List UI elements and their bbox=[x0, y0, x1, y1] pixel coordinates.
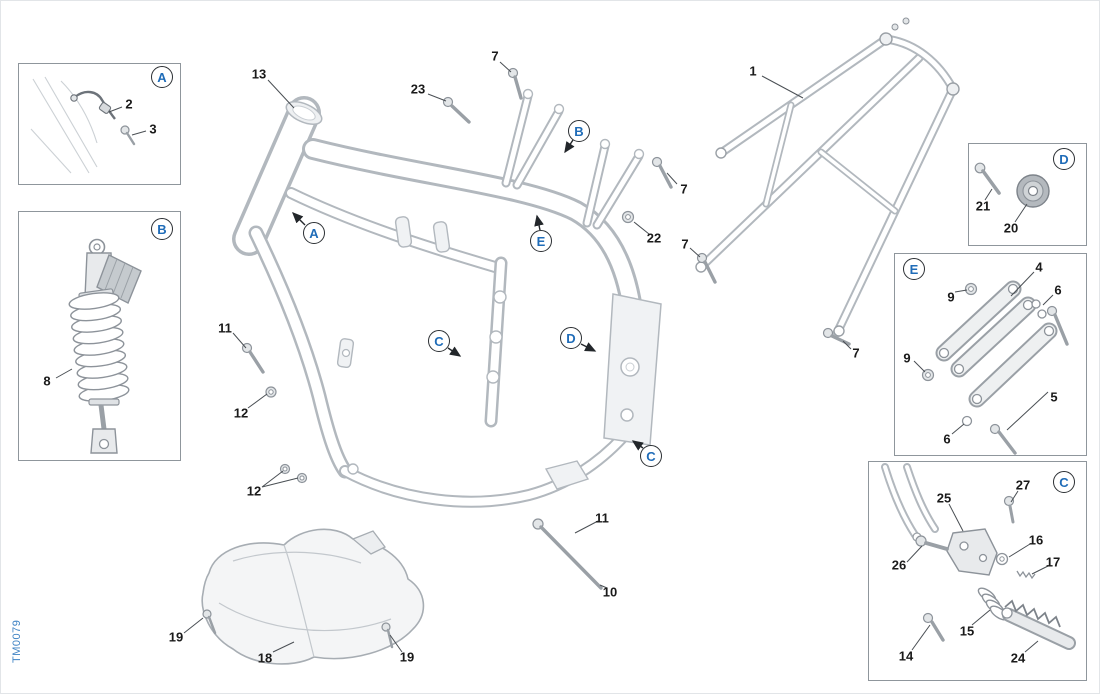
main-frame-drawing bbox=[232, 88, 662, 508]
document-code: TM0079 bbox=[11, 619, 23, 663]
panel-a-parts-drawing bbox=[30, 76, 136, 174]
panel-e-parts-drawing bbox=[921, 280, 1069, 455]
panel-c-parts-drawing bbox=[881, 463, 1076, 650]
skid-plate-drawing bbox=[201, 528, 425, 665]
shock-absorber-drawing bbox=[68, 238, 142, 454]
panel-d-parts-drawing bbox=[974, 162, 1050, 208]
main-fasteners-drawing bbox=[241, 67, 851, 590]
subframe-drawing bbox=[695, 17, 960, 338]
leader-lines bbox=[55, 61, 1054, 653]
